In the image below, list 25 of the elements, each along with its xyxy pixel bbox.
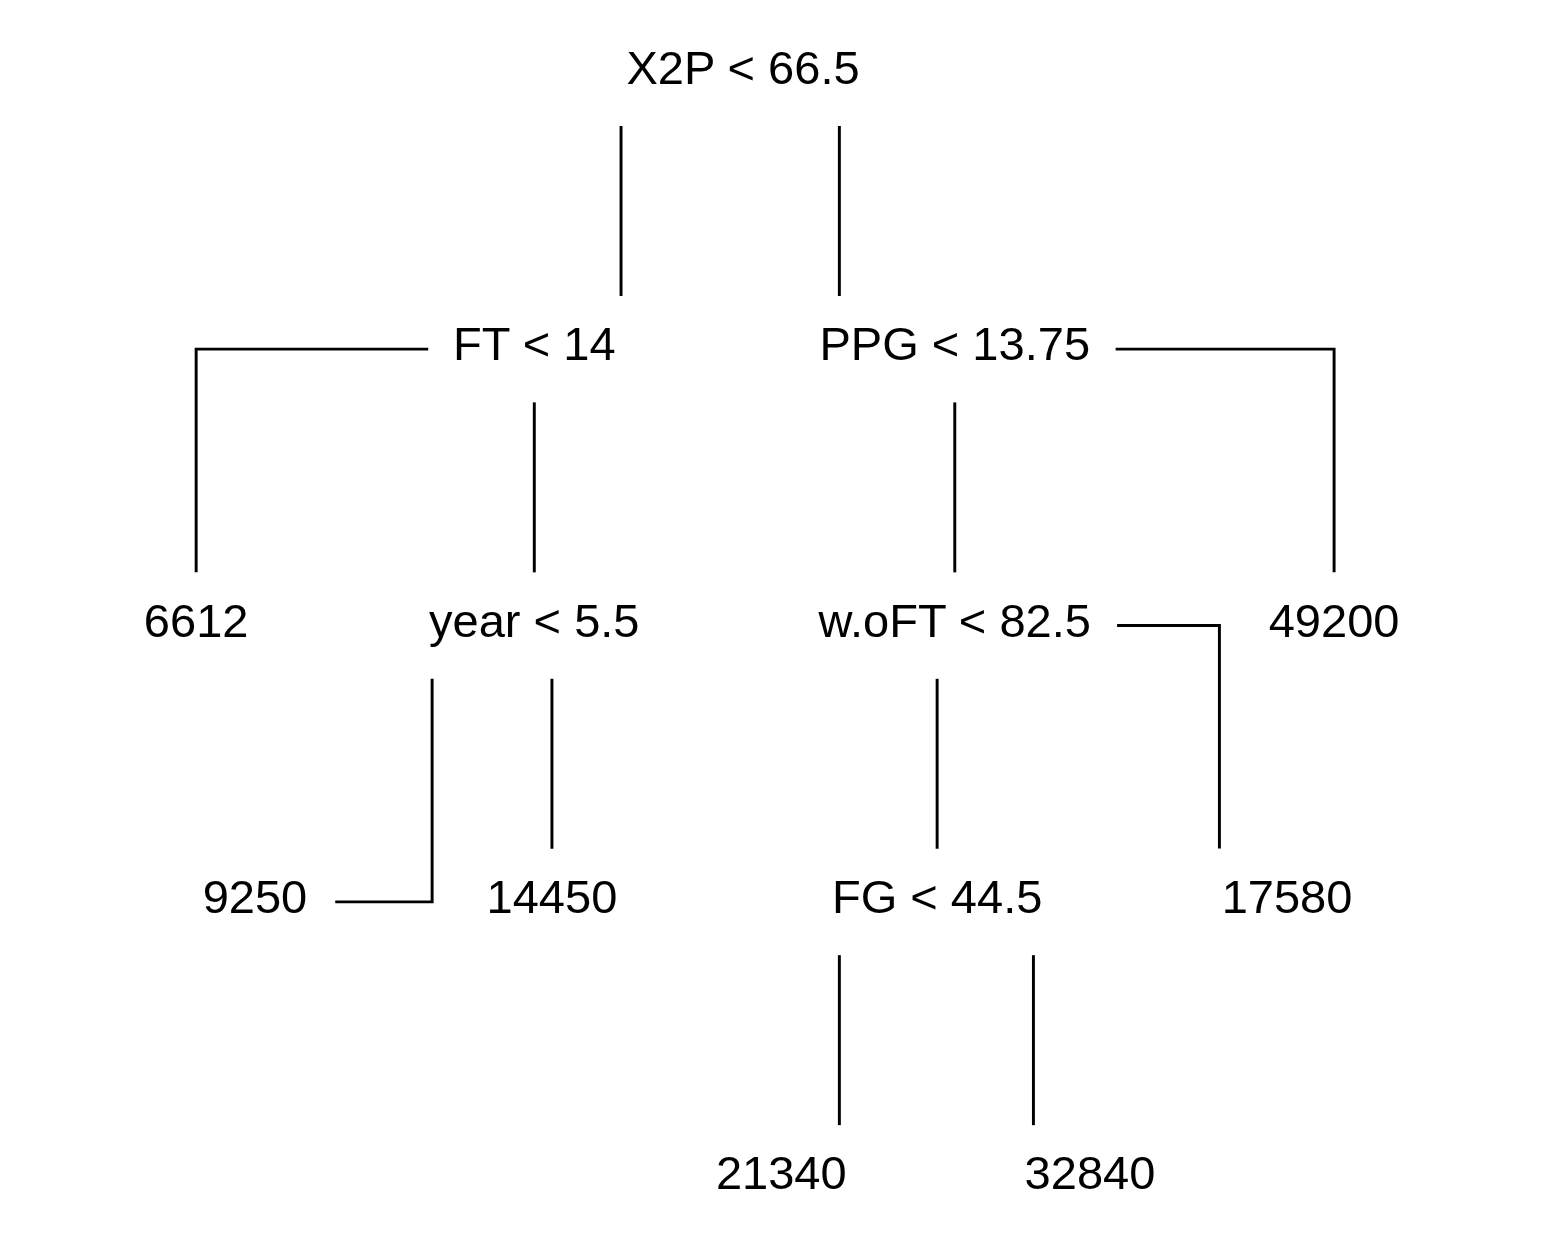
node-text: 32840: [1024, 1146, 1155, 1200]
node-text: 9250: [202, 870, 307, 924]
node-text: X2P < 66.5: [625, 40, 860, 94]
connector: [619, 126, 622, 296]
node-text: w.oFT < 82.5: [818, 593, 1091, 647]
node-text: 6612: [143, 593, 248, 647]
connector: [935, 678, 939, 849]
node-text: 14450: [486, 870, 617, 924]
connector: [837, 955, 841, 1126]
connector: [837, 126, 841, 296]
connector: [1031, 955, 1035, 1126]
connector: [532, 402, 536, 573]
node-text: 17580: [1221, 870, 1352, 924]
node-text: PPG < 13.75: [818, 317, 1090, 371]
node-text: FT < 14: [452, 317, 616, 371]
connector: [194, 347, 428, 573]
node-text: 21340: [715, 1146, 847, 1200]
connector: [1115, 347, 1336, 573]
connector: [549, 678, 553, 849]
node-text: 49200: [1268, 593, 1399, 647]
connector: [1116, 624, 1221, 849]
node-text: year < 5.5: [428, 593, 640, 647]
connector: [334, 678, 434, 904]
connector: [952, 402, 956, 573]
node-text: FG < 44.5: [831, 870, 1042, 924]
